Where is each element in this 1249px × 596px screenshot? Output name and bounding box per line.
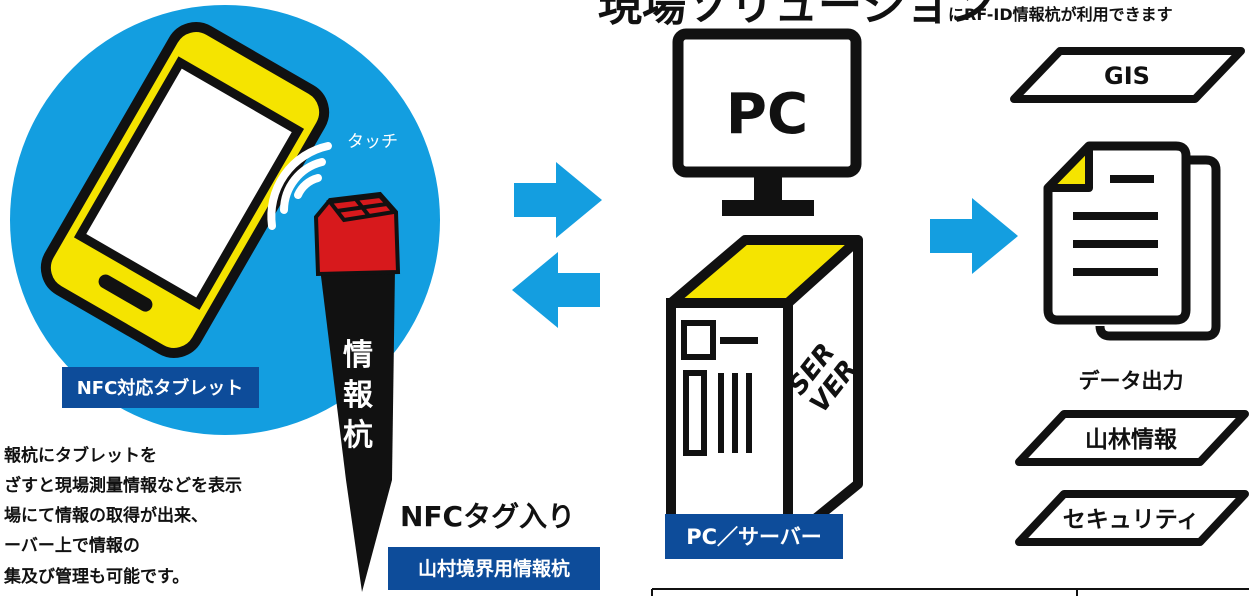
product-badge-label: 山村境界用情報杭 <box>418 557 570 580</box>
sub-title: にRF-ID情報杭が利用できます <box>948 5 1173 24</box>
pc-server-badge <box>665 514 843 559</box>
description-text: 報杭にタブレットを ざすと現場測量情報などを表示 場にて情報の取得が出来、 ーバ… <box>3 445 242 587</box>
nfc-tag-label: NFCタグ入り <box>400 500 575 533</box>
information-stake: 情 報 杭 <box>313 191 401 592</box>
nfc-wave-icon <box>267 142 332 230</box>
forest-info-label: 山林情報 <box>1085 426 1178 453</box>
data-output-label: データ出力 <box>1079 369 1184 393</box>
description-line: 集及び管理も可能です。 <box>3 566 189 587</box>
gis-label: GIS <box>1104 62 1150 90</box>
tablet-icon <box>40 22 330 358</box>
touch-label: タッチ <box>347 132 398 152</box>
description-line: 報杭にタブレットを <box>4 445 157 466</box>
arrow-left-icon <box>512 252 600 328</box>
server-icon <box>666 235 863 546</box>
bottom-table-frame <box>651 588 1249 596</box>
arrow-right-output-icon <box>930 198 1018 274</box>
pc-server-badge-label: PC／サーバー <box>686 525 822 549</box>
main-title: 現場ソリューション <box>598 0 993 31</box>
stake-label-char: 情 <box>343 338 373 373</box>
description-line: 場にて情報の取得が出来、 <box>4 505 208 526</box>
description-line: ざすと現場測量情報などを表示 <box>4 475 242 496</box>
document-icon <box>1043 141 1221 341</box>
security-badge <box>1015 490 1249 546</box>
gis-badge <box>1010 47 1245 103</box>
stake-cap-grid <box>326 193 398 223</box>
product-badge <box>388 547 600 590</box>
tablet-badge-label: NFC対応タブレット <box>77 377 244 399</box>
arrow-right-icon <box>514 162 602 238</box>
security-label: セキュリティ <box>1063 507 1200 533</box>
description-line: ーバー上で情報の <box>4 535 140 556</box>
stake-label-char: 杭 <box>343 418 373 453</box>
pc-monitor-icon <box>672 28 862 216</box>
pc-label: PC <box>726 82 808 147</box>
forest-info-badge <box>1015 410 1249 466</box>
stake-label-char: 報 <box>343 378 374 413</box>
tablet-badge <box>62 367 259 408</box>
